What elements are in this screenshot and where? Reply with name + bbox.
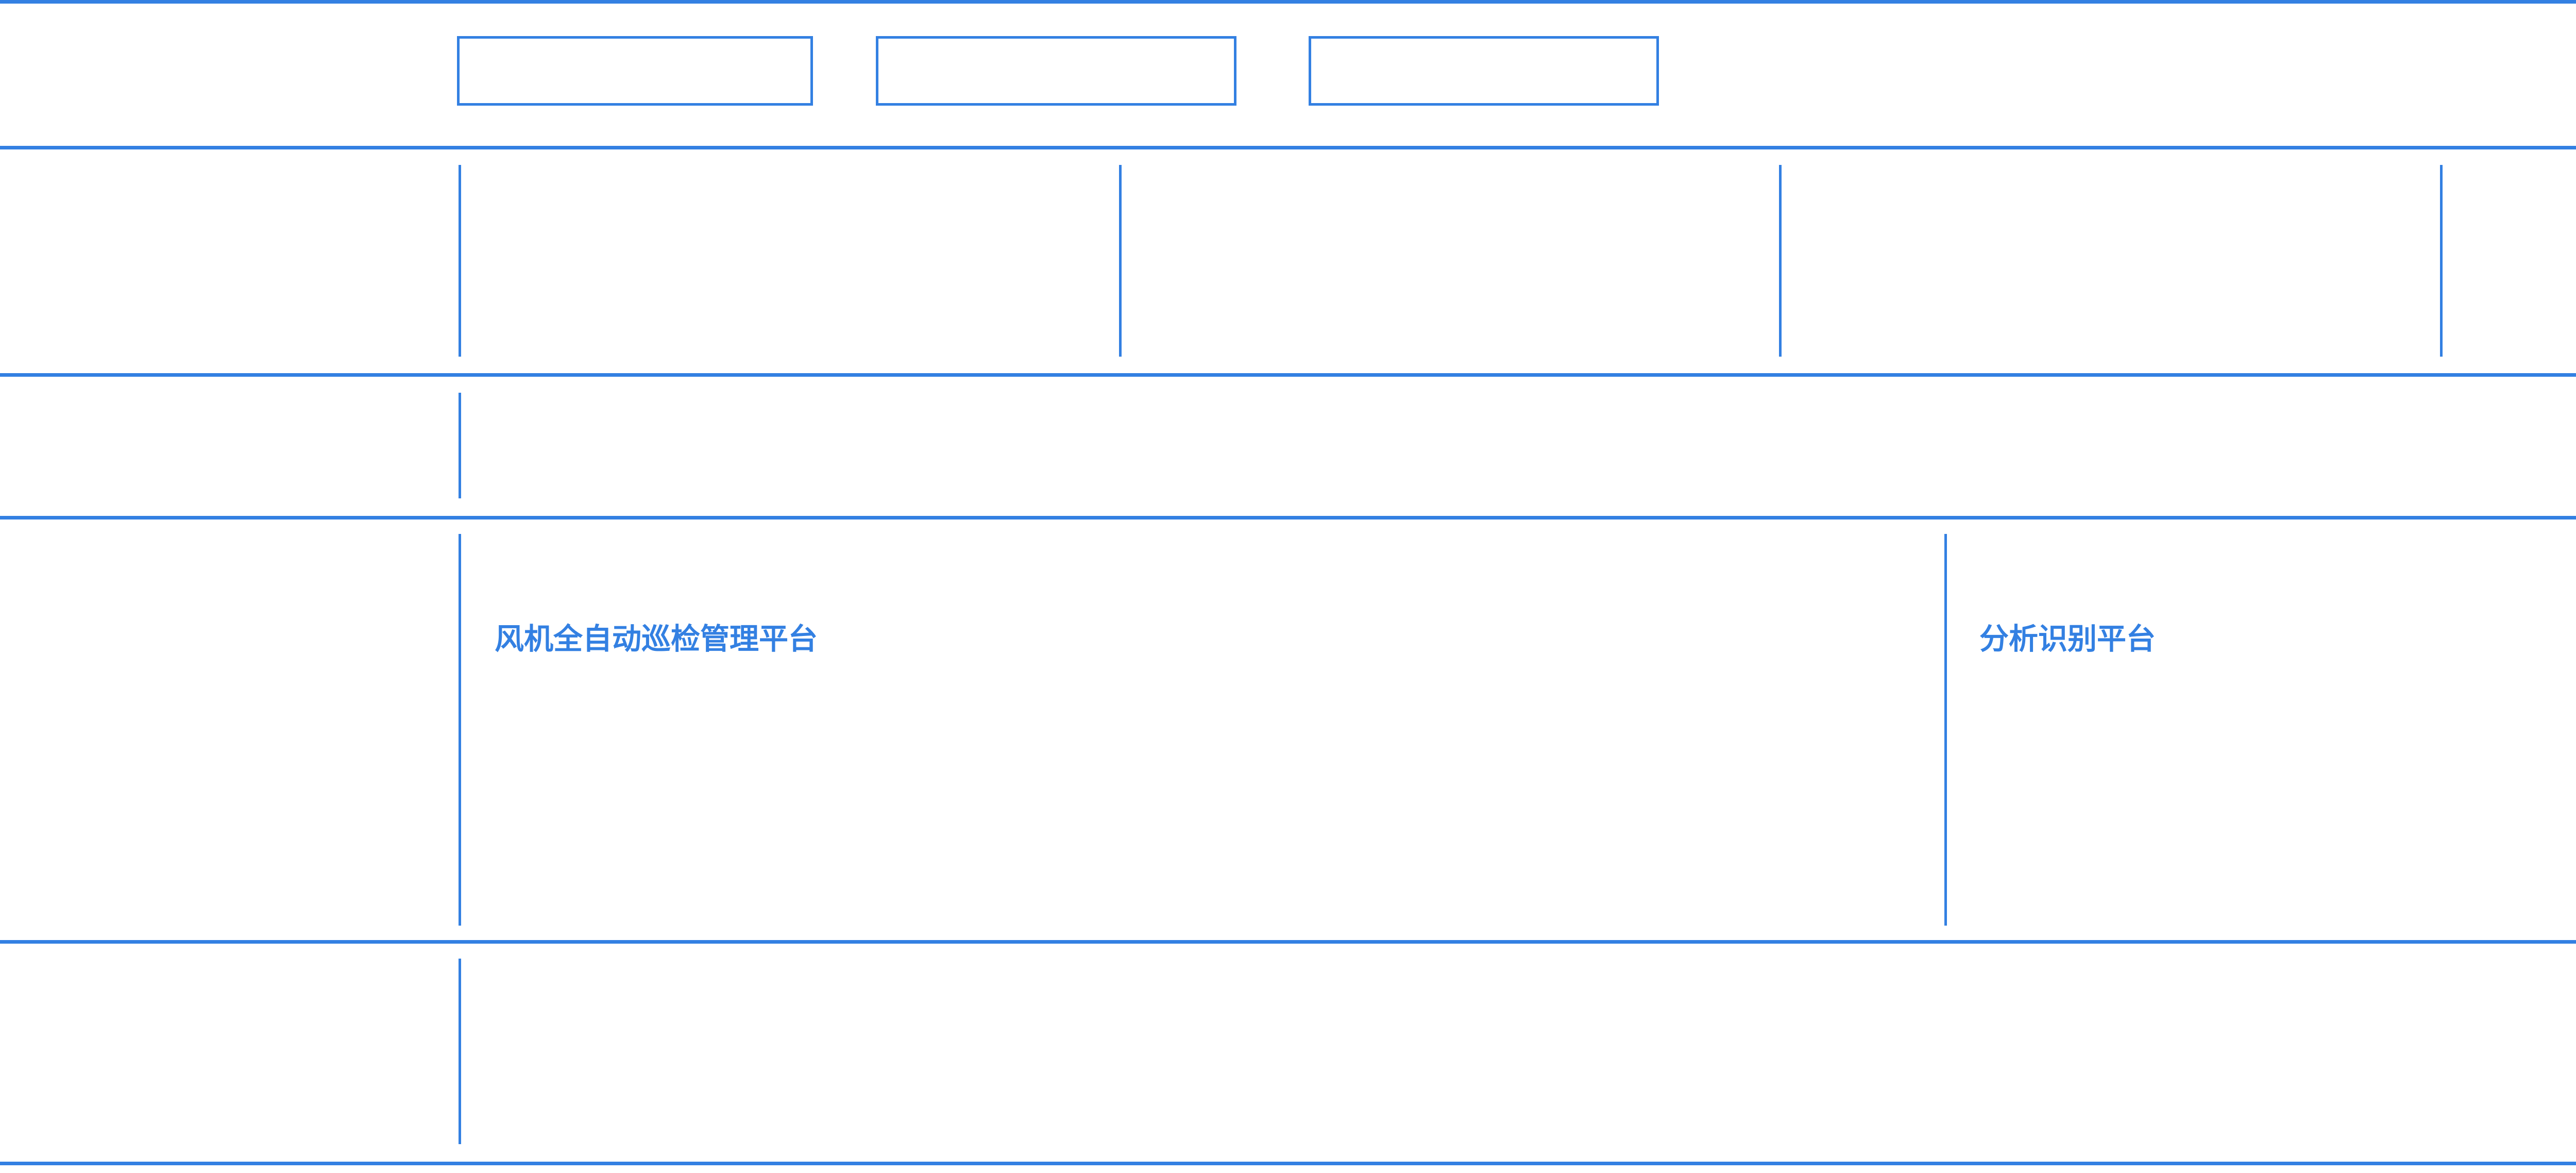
row-1-divider-4 xyxy=(2440,165,2443,357)
row-1-cell-1 xyxy=(459,148,1119,373)
horizontal-rule-4 xyxy=(0,940,2576,944)
row-1-divider-2 xyxy=(1119,165,1122,357)
row-2-cell-1 xyxy=(459,375,2576,516)
platform-secondary-title: 分析识别平台 xyxy=(1979,622,2156,656)
horizontal-rule-bottom xyxy=(0,1162,2576,1165)
row-1-cell-3 xyxy=(1779,148,2440,373)
row-3-divider-2 xyxy=(1944,534,1947,926)
row-3-cell-1 xyxy=(459,518,1944,940)
row-1-cell-2 xyxy=(1119,148,1779,373)
row-3-cell-2 xyxy=(1944,518,2576,940)
row-1-divider-1 xyxy=(459,165,461,357)
top-box-1[interactable] xyxy=(457,36,813,106)
top-box-3[interactable] xyxy=(1309,36,1659,106)
row-4-cell-1 xyxy=(459,941,2576,1162)
horizontal-rule-top xyxy=(0,0,2576,4)
horizontal-rule-1 xyxy=(0,146,2576,149)
row-1-cell-4 xyxy=(2440,148,2576,373)
row-1-divider-3 xyxy=(1779,165,1782,357)
top-box-2[interactable] xyxy=(876,36,1236,106)
row-4-divider-1 xyxy=(459,959,461,1144)
platform-primary-title: 风机全自动巡检管理平台 xyxy=(495,622,818,656)
horizontal-rule-3 xyxy=(0,516,2576,520)
row-3-divider-1 xyxy=(459,534,461,926)
row-2-divider-1 xyxy=(459,393,461,498)
horizontal-rule-2 xyxy=(0,373,2576,377)
